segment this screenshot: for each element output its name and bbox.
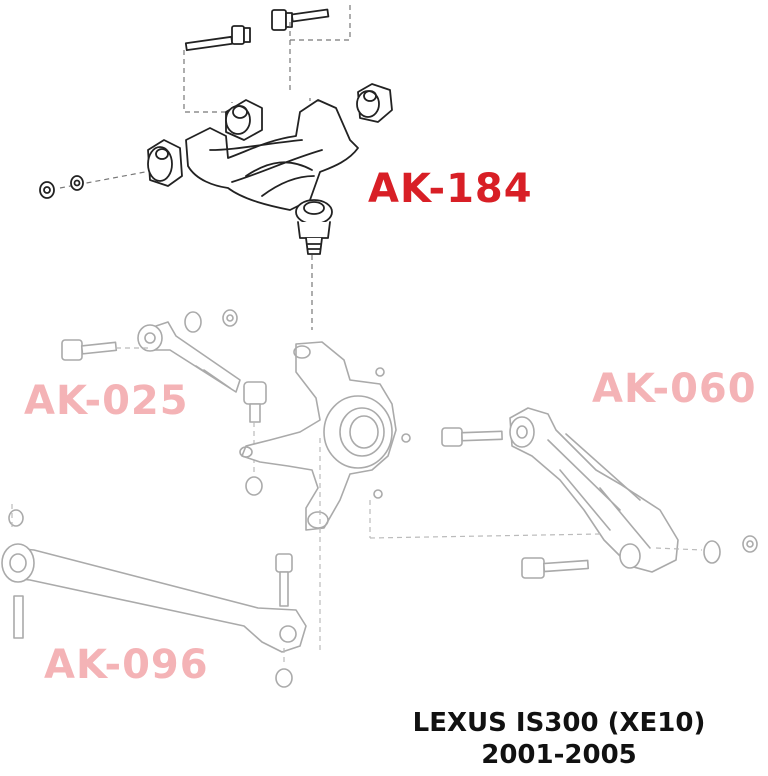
upper-control-arm-assembly [39,4,393,330]
label-ak-025: AK-025 [24,378,189,424]
bushing-front-top [356,83,393,123]
upper-bolt-right [271,8,330,31]
steering-knuckle [239,341,411,531]
bushing-rear-top [225,99,263,141]
upper-arm-washer-nut [39,175,84,199]
upper-ball-joint [295,199,333,255]
vehicle-model-caption: LEXUS IS300 (XE10) [412,708,706,738]
upper-arm-body [185,99,359,211]
knuckle-and-other-arms [1,309,758,688]
label-ak-184: AK-184 [368,166,533,212]
label-ak-096: AK-096 [44,642,209,688]
upper-bolt-left [184,25,251,52]
bushing-left-outer [147,139,183,187]
toe-arm [61,309,267,496]
label-ak-060: AK-060 [592,366,757,412]
vehicle-years-caption: 2001-2005 [481,740,637,770]
lower-control-arm [369,407,758,579]
trailing-arm [1,438,321,688]
